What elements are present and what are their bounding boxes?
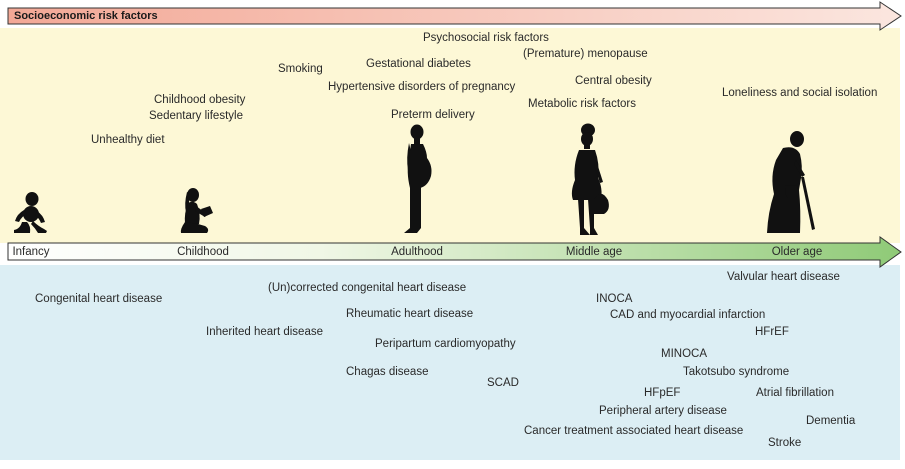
disease-label: Atrial fibrillation <box>756 387 834 399</box>
risk-factor-panel <box>0 28 900 243</box>
life-course-timeline-arrow <box>7 236 902 268</box>
disease-label: Chagas disease <box>346 366 429 378</box>
disease-label: INOCA <box>596 293 633 305</box>
risk-factor-label: Hypertensive disorders of pregnancy <box>328 81 516 93</box>
risk-factor-label: Sedentary lifestyle <box>149 110 243 122</box>
disease-label: HFpEF <box>644 387 681 399</box>
disease-label: Congenital heart disease <box>35 293 163 305</box>
disease-label: Rheumatic heart disease <box>346 308 474 320</box>
risk-factor-label: Metabolic risk factors <box>528 98 637 110</box>
risk-factor-label: Central obesity <box>575 75 652 87</box>
disease-label: Peripheral artery disease <box>599 405 727 417</box>
risk-factor-label: (Premature) menopause <box>523 48 648 60</box>
disease-label: Inherited heart disease <box>206 326 323 338</box>
banner-title: Socioeconomic risk factors <box>14 10 158 22</box>
disease-label: Stroke <box>768 437 802 449</box>
disease-label: Cancer treatment associated heart diseas… <box>524 425 744 437</box>
risk-factor-label: Unhealthy diet <box>91 134 165 146</box>
socioeconomic-banner-arrow <box>7 1 902 31</box>
disease-label: (Un)corrected congenital heart disease <box>268 282 467 294</box>
risk-factor-label: Childhood obesity <box>154 94 246 106</box>
disease-label: MINOCA <box>661 348 707 360</box>
disease-label: Takotsubo syndrome <box>683 366 790 378</box>
disease-label: CAD and myocardial infarction <box>610 309 766 321</box>
disease-panel <box>0 265 900 460</box>
child-reading-icon <box>180 188 213 233</box>
stage-label-infancy: Infancy <box>12 246 50 258</box>
stage-label-childhood: Childhood <box>177 246 229 258</box>
disease-label: SCAD <box>487 377 519 389</box>
risk-factor-label: Smoking <box>278 63 323 75</box>
risk-factor-label: Psychosocial risk factors <box>423 32 549 44</box>
baby-icon <box>14 192 47 233</box>
pregnant-woman-icon <box>404 124 432 233</box>
disease-label: Dementia <box>806 415 856 427</box>
risk-factor-label: Preterm delivery <box>391 109 475 121</box>
disease-label: HFrEF <box>755 326 789 338</box>
disease-label: Valvular heart disease <box>727 271 840 283</box>
disease-label: Peripartum cardiomyopathy <box>375 338 516 350</box>
risk-factor-label: Gestational diabetes <box>366 58 471 70</box>
risk-factor-label: Loneliness and social isolation <box>722 87 878 99</box>
stage-label-adulthood: Adulthood <box>391 246 443 258</box>
stage-label-middle-age: Middle age <box>565 246 623 258</box>
elderly-woman-with-cane-icon <box>767 131 815 233</box>
stage-label-older-age: Older age <box>771 246 823 258</box>
middle-aged-woman-icon <box>571 123 609 235</box>
